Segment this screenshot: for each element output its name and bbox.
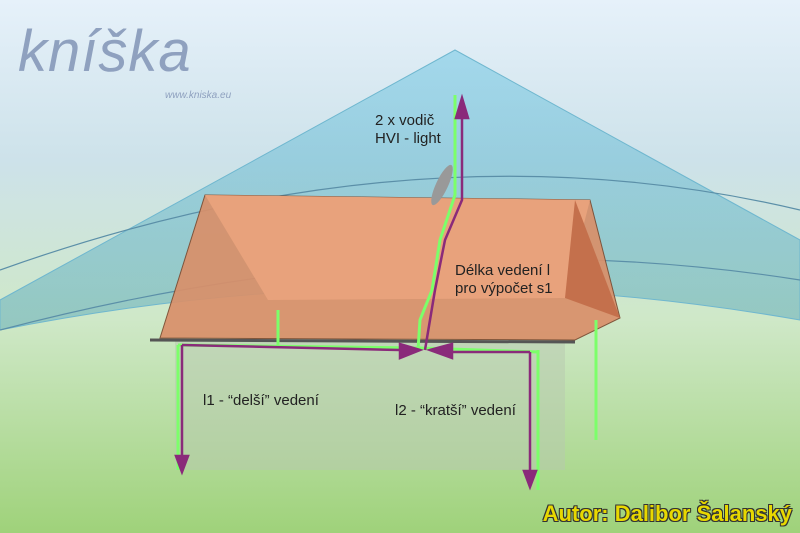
length-label-line1: Délka vedení l [455, 262, 551, 279]
logo: kníška [18, 19, 192, 84]
length-label: Délka vedení l pro výpočet s1 [455, 262, 553, 298]
l2-label: l2 - “kratší” vedení [395, 402, 516, 419]
house [149, 194, 621, 470]
conductor-label-line2: HVI - light [375, 130, 441, 147]
author-credit: Autor: Dalibor Šalanský [542, 501, 792, 526]
conductor-label: 2 x vodič HVI - light [375, 112, 441, 148]
length-label-line2: pro výpočet s1 [455, 280, 553, 297]
logo-url: www.kniska.eu [165, 90, 232, 101]
l1-label: l1 - “delší” vedení [203, 392, 319, 409]
arrows [174, 93, 538, 491]
antenna-dish-icon [431, 164, 453, 206]
conductor-label-line1: 2 x vodič [375, 112, 435, 129]
